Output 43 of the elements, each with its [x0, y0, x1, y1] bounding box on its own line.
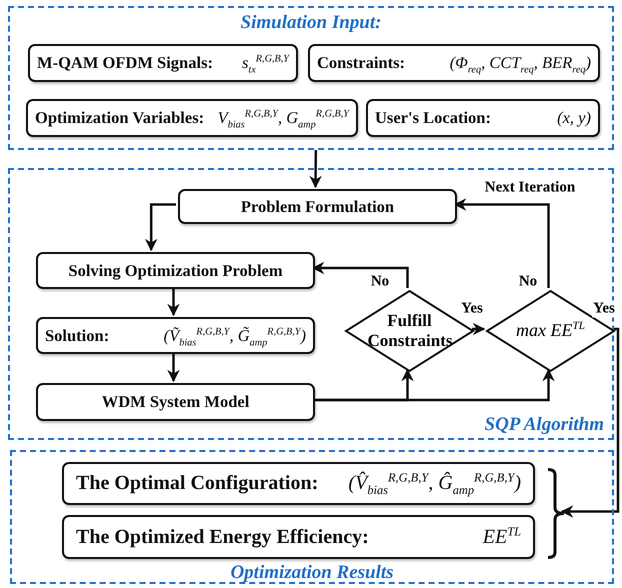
box-label: Solution: [45, 326, 110, 346]
dashed-group-frame [10, 450, 614, 584]
group-title: Simulation Input: [240, 12, 382, 34]
process-box [308, 44, 600, 82]
process-box [28, 44, 298, 82]
arrow [167, 352, 180, 382]
math-expression: EE$^{TL}$ [482, 526, 521, 548]
curly-bracket [548, 468, 564, 559]
decision-diamond [486, 290, 615, 372]
process-box [36, 252, 315, 289]
process-box [62, 515, 535, 559]
decision-text: max EE$^{TL}$ [515, 320, 586, 342]
math-expression: (Φ$_{req}$, CCT$_{req}$, BER$_{req}$) [450, 53, 591, 73]
process-box [178, 189, 457, 224]
process-box [62, 462, 535, 505]
box-label: M-QAM OFDM Signals: [37, 53, 213, 73]
group-title: Optimization Results [229, 562, 395, 584]
arrow [167, 287, 180, 316]
box-label: The Optimal Configuration: [76, 472, 318, 495]
math-expression: (Ṽ$_{bias}$$^{R,G,B,Y}$, G̃$_{amp}$$^{R,G,B,Y}$) [164, 326, 306, 346]
arrow [313, 368, 555, 402]
arrow [144, 203, 176, 252]
arrow [309, 150, 322, 188]
box-label: Optimization Variables: [35, 108, 204, 128]
box-label: Problem Formulation [240, 196, 394, 216]
decision-text: Fulfill Constraints [368, 310, 452, 352]
process-box [366, 99, 600, 137]
box-label: User's Location: [375, 108, 491, 128]
math-expression: (x, y) [557, 108, 591, 128]
edge-label: Yes [592, 300, 616, 318]
box-label: Solving Optimization Problem [68, 260, 283, 280]
process-box [26, 99, 358, 137]
process-box [36, 317, 315, 354]
arrow [560, 328, 620, 518]
group-title: SQP Algorithm [484, 414, 604, 436]
math-expression: (V̂$_{bias}$$^{R,G,B,Y}$, Ĝ$_{amp}$$^{R,G,B,Y}$) [348, 472, 521, 495]
process-box [36, 383, 315, 421]
arrow [472, 322, 486, 336]
box-label: Constraints: [317, 53, 406, 73]
box-label: WDM System Model [102, 392, 250, 412]
dashed-group-frame [8, 168, 614, 440]
dashed-group-frame [8, 6, 614, 150]
box-label: The Optimized Energy Efficiency: [76, 526, 369, 548]
